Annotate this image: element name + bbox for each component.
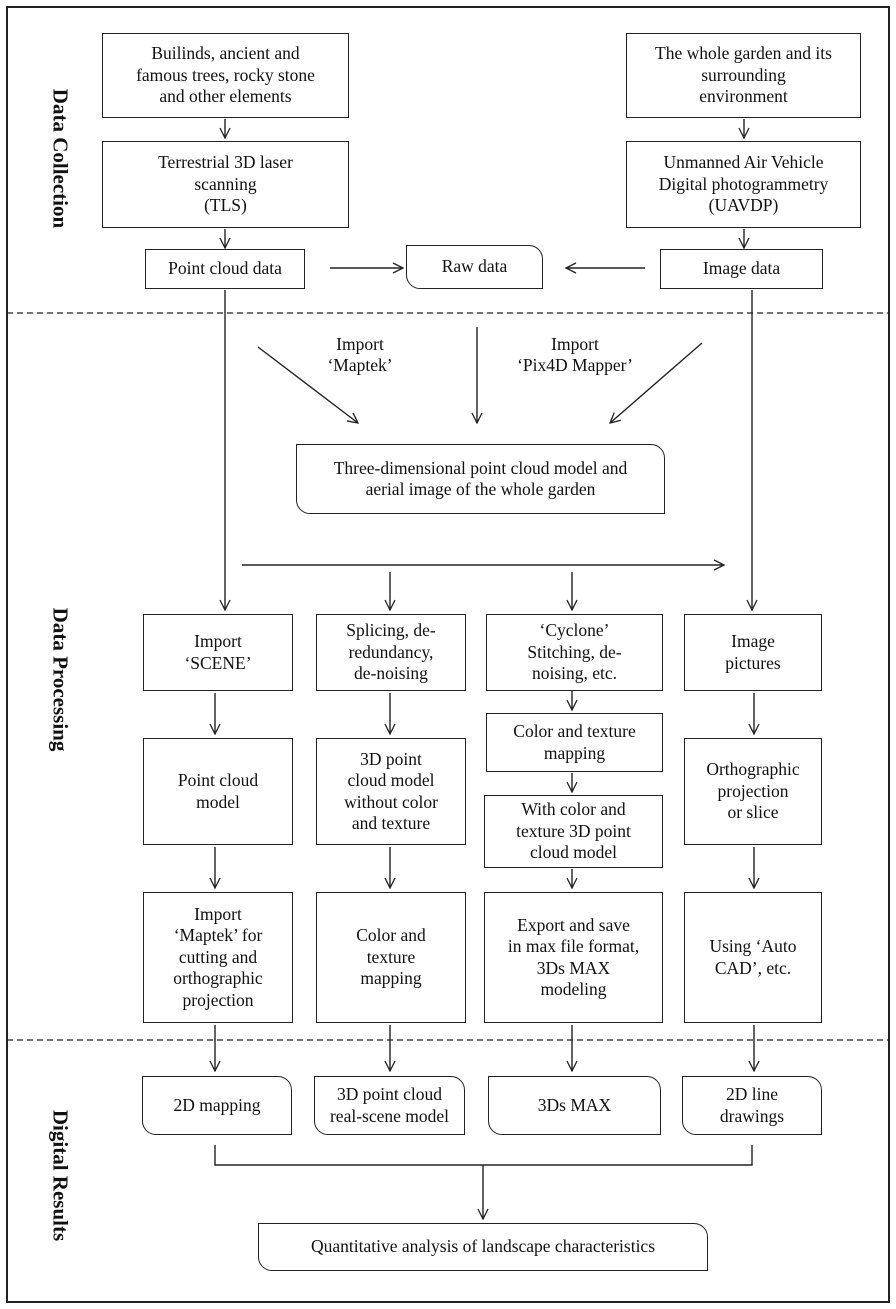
outer-border [6, 6, 890, 1303]
box-image-pictures: Image pictures [684, 614, 822, 691]
box-elements-source: Builinds, ancient and famous trees, rock… [102, 33, 349, 118]
box-image-data: Image data [660, 249, 823, 289]
box-quantitative-analysis: Quantitative analysis of landscape chara… [258, 1223, 708, 1271]
box-point-cloud-model: Point cloud model [143, 738, 293, 845]
box-uavdp: Unmanned Air Vehicle Digital photogramme… [626, 141, 861, 228]
box-import-maptek-cutting: Import ‘Maptek’ for cutting and orthogra… [143, 892, 293, 1023]
box-export-3dsmax: Export and save in max file format, 3Ds … [484, 892, 663, 1023]
box-2d-line-drawings: 2D line drawings [682, 1076, 822, 1135]
box-color-texture-mapping-2: Color and texture mapping [316, 892, 466, 1023]
box-2d-mapping: 2D mapping [142, 1076, 292, 1135]
box-splicing: Splicing, de- redundancy, de-noising [316, 614, 466, 691]
box-tls: Terrestrial 3D laser scanning (TLS) [102, 141, 349, 228]
label-import-maptek: Import ‘Maptek’ [327, 334, 393, 376]
box-point-cloud-data: Point cloud data [145, 249, 305, 289]
arrow-maptek-to-model [257, 346, 358, 423]
box-cyclone: ‘Cyclone’ Stitching, de- noising, etc. [486, 614, 663, 691]
results-merge-bracket [214, 1145, 753, 1166]
box-autocad: Using ‘Auto CAD’, etc. [684, 892, 822, 1023]
box-3dsmax: 3Ds MAX [488, 1076, 661, 1135]
arrow-pix4d-to-model [610, 342, 703, 423]
box-raw-data: Raw data [406, 245, 543, 289]
label-import-pix4d: Import ‘Pix4D Mapper’ [517, 334, 633, 376]
section-label-digital-results: Digital Results [48, 1109, 73, 1242]
box-import-scene: Import ‘SCENE’ [143, 614, 293, 691]
box-color-texture-mapping-3: Color and texture mapping [486, 713, 663, 772]
section-label-data-processing: Data Processing [48, 607, 73, 752]
box-orthographic: Orthographic projection or slice [684, 738, 822, 845]
box-3d-realscene: 3D point cloud real-scene model [314, 1076, 465, 1135]
section-label-data-collection: Data Collection [48, 88, 73, 229]
box-3d-no-color: 3D point cloud model without color and t… [316, 738, 466, 845]
box-garden-source: The whole garden and its surrounding env… [626, 33, 861, 118]
box-with-color-3d-model: With color and texture 3D point cloud mo… [484, 795, 663, 868]
box-whole-garden-model: Three-dimensional point cloud model and … [296, 444, 665, 514]
